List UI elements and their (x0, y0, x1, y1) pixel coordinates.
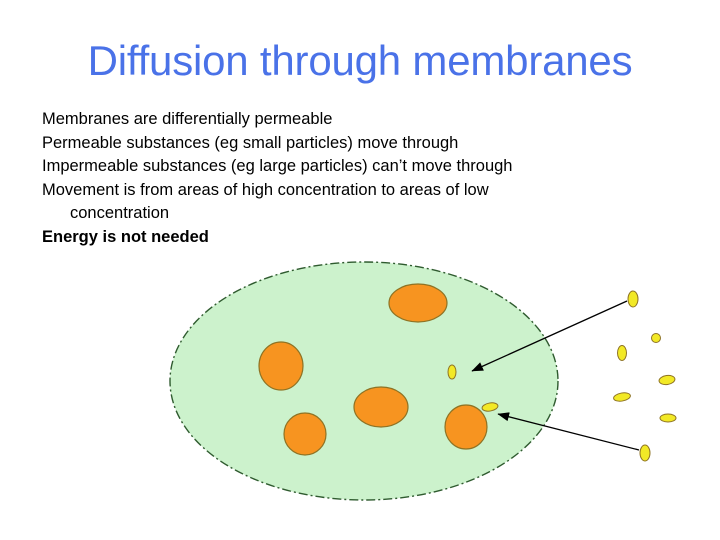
small-particle-outside (658, 374, 676, 386)
small-particle-layer (447, 290, 677, 462)
bullet-line: Permeable substances (eg small particles… (42, 133, 459, 152)
bullet-line: Membranes are differentially permeable (42, 110, 333, 128)
large-particle-layer (258, 283, 488, 456)
membrane-layer (169, 261, 559, 501)
page-title: Diffusion through membranes (87, 37, 633, 84)
small-particle-outside (613, 392, 631, 402)
small-particle-outside (651, 333, 661, 343)
cell-membrane-ellipse (169, 261, 559, 501)
arrow-upper (471, 300, 628, 372)
large-particle (283, 412, 327, 456)
large-particle (388, 283, 448, 323)
bullet-line: Movement is from areas of high concentra… (42, 180, 489, 199)
small-particle-inside (447, 364, 457, 380)
bullet-line: Energy is not needed (42, 227, 209, 246)
small-particle-outside (617, 345, 627, 361)
small-particle-outside (639, 444, 651, 462)
bullet-line: Impermeable substances (eg large particl… (42, 157, 513, 175)
large-particle (444, 404, 488, 450)
arrow-lower (497, 412, 640, 451)
arrow-layer (471, 300, 640, 451)
large-particle (353, 386, 409, 428)
small-particle-inside (481, 402, 499, 412)
small-particle-outside (659, 413, 677, 423)
bullet-line: concentration (70, 204, 170, 222)
large-particle (258, 341, 304, 391)
small-particle-outside (627, 290, 639, 308)
